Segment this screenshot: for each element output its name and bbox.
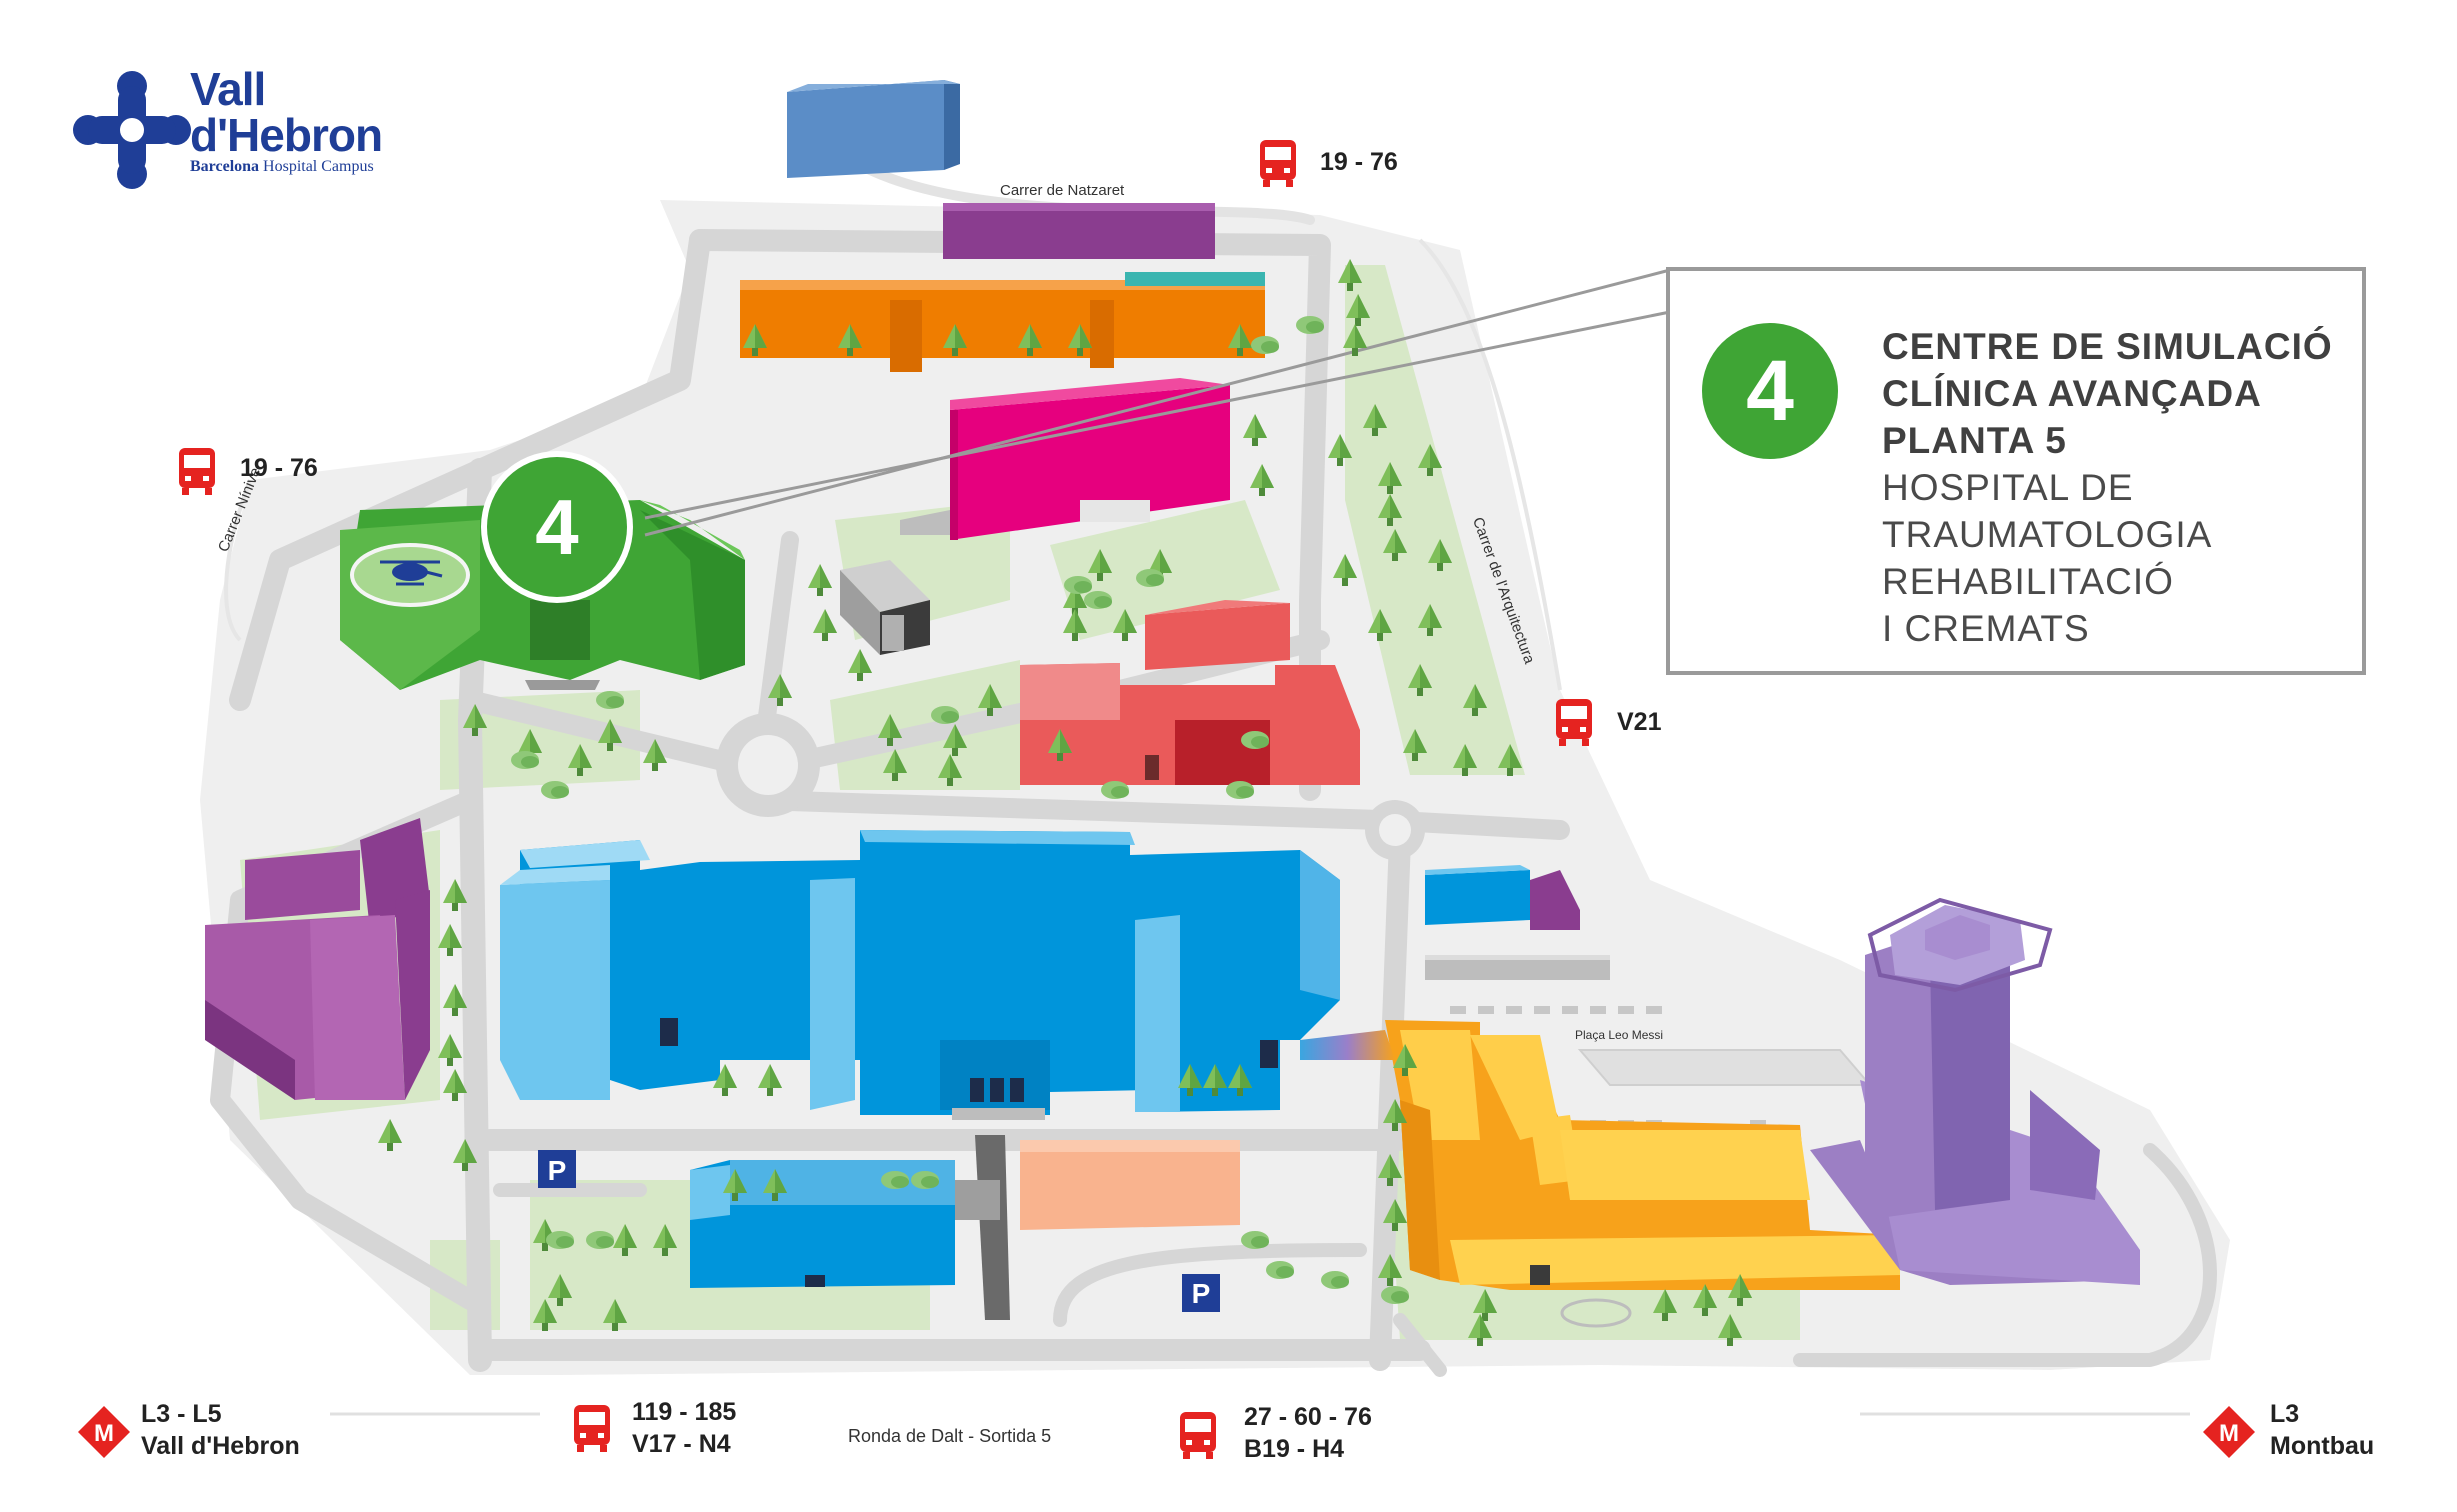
metro-label-right: L3 Montbau [2270, 1398, 2374, 1462]
info-subtitle-2: TRAUMATOLOGIA [1882, 514, 2213, 555]
bus-icon [1556, 699, 1592, 746]
metro-label-left-line1: L3 - L5 [141, 1400, 222, 1428]
metro-label-left-line2: Vall d'Hebron [141, 1432, 300, 1460]
info-number: 4 [1702, 323, 1838, 459]
info-title-2: CLÍNICA AVANÇADA [1882, 373, 2262, 414]
logo-subtitle: Barcelona Hospital Campus [190, 158, 382, 176]
bus-label-bottom2-line2: B19 - H4 [1244, 1435, 1345, 1463]
bus-label-left: 19 - 76 [240, 454, 318, 482]
info-lines: CENTRE DE SIMULACIÓ CLÍNICA AVANÇADA PLA… [1882, 323, 2333, 652]
logo-subtitle-bold: Barcelona [190, 158, 260, 175]
info-subtitle-4: I CREMATS [1882, 608, 2090, 649]
logo-line1: Vall [190, 63, 266, 115]
bus-label-bottom2-line1: 27 - 60 - 76 [1244, 1403, 1372, 1431]
parking-icon: P [538, 1150, 576, 1188]
street-ronda: Ronda de Dalt - Sortida 5 [848, 1426, 1052, 1446]
helipad-icon [380, 560, 443, 586]
bus-label-bottom1-line1: 119 - 185 [632, 1398, 737, 1426]
metro-icon [78, 1406, 130, 1458]
marker-number: 4 [535, 483, 579, 571]
metro-label-right-line1: L3 [2270, 1400, 2300, 1428]
bus-label-top: 19 - 76 [1320, 148, 1398, 176]
location-marker [481, 451, 633, 603]
logo-subtitle-rest: Hospital Campus [263, 158, 374, 175]
bus-icon [574, 1405, 610, 1452]
placa-leo-messi: Plaça Leo Messi [1575, 1028, 1664, 1042]
svg-text:P: P [1192, 1278, 1211, 1309]
bus-icon [1260, 140, 1296, 187]
bus-label-v21: V21 [1617, 708, 1662, 736]
metro-label-left: L3 - L5 Vall d'Hebron [141, 1398, 300, 1462]
bus-label-bottom1-line2: V17 - N4 [632, 1430, 731, 1458]
bus-label-bottom2: 27 - 60 - 76 B19 - H4 [1244, 1401, 1372, 1465]
info-subtitle-3: REHABILITACIÓ [1882, 561, 2174, 602]
bus-icon [1180, 1412, 1216, 1459]
info-box: 4 CENTRE DE SIMULACIÓ CLÍNICA AVANÇADA P… [1666, 267, 2366, 675]
bus-icon [179, 448, 215, 495]
building-blue-top [787, 80, 960, 178]
info-subtitle-1: HOSPITAL DE [1882, 467, 2134, 508]
svg-text:P: P [548, 1155, 567, 1186]
bus-label-bottom1: 119 - 185 V17 - N4 [632, 1396, 736, 1460]
info-title-3: PLANTA 5 [1882, 420, 2067, 461]
parking-icon: P [1182, 1274, 1220, 1312]
metro-label-right-line2: Montbau [2270, 1432, 2375, 1460]
logo-icon [73, 71, 191, 189]
metro-icon [2203, 1406, 2255, 1458]
info-title-1: CENTRE DE SIMULACIÓ [1882, 326, 2333, 367]
logo-line2: d'Hebron [190, 109, 383, 161]
logo-text: Vall d'Hebron Barcelona Hospital Campus [190, 63, 383, 176]
street-natzaret: Carrer de Natzaret [1000, 182, 1125, 199]
